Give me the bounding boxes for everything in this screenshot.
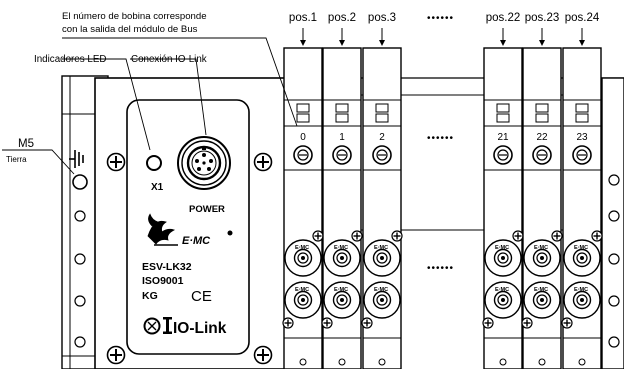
module-screw-icon [106, 345, 126, 365]
valve-badge-text: E·MC [574, 287, 588, 293]
valve-station: 23E·MC E·MC pos.24 [561, 12, 603, 369]
m5-label: M5 [18, 138, 34, 150]
position-label: pos.2 [328, 12, 356, 24]
valve-screw-icon [282, 317, 294, 329]
valve-screw-icon [391, 230, 403, 242]
module-label-plate [126, 99, 250, 355]
power-label: POWER [189, 204, 225, 215]
valve-screw-icon [551, 230, 563, 242]
valve-badge-text: E·MC [295, 287, 309, 293]
ellipsis-positions: •••••• [427, 13, 454, 24]
coil-number: 23 [576, 132, 588, 143]
model-label: ESV-LK32 [142, 261, 192, 273]
iolink-logo-text: IO-Link [173, 320, 227, 337]
valve-screw-icon [361, 317, 373, 329]
valve-screw-icon [591, 230, 603, 242]
coil-note-line1: El número de bobina corresponde [62, 11, 207, 22]
arrow-down-icon [339, 40, 345, 46]
valve-badge-text: E·MC [334, 287, 348, 293]
ellipsis-valves: •••••• [427, 263, 454, 274]
m5-ground-screw [72, 174, 88, 190]
led-indicators-label: Indicadores LED [34, 54, 106, 65]
valve-screw-icon [561, 317, 573, 329]
leader-lines [2, 37, 298, 175]
iolink-connection-label: Conexión IO-Link [131, 54, 207, 65]
valve-screw-icon [482, 317, 494, 329]
valve-badge-text: E·MC [495, 287, 509, 293]
module-screw-icon [253, 152, 273, 172]
valve-station: 2E·MC E·MC pos.3 [361, 12, 403, 369]
arrow-down-icon [500, 40, 506, 46]
arrow-down-icon [539, 40, 545, 46]
valve-screw-icon [521, 317, 533, 329]
valve-screw-icon [321, 317, 333, 329]
valve-badge-text: E·MC [374, 245, 388, 251]
led-x1-label: X1 [151, 182, 164, 193]
valve-badge-text: E·MC [295, 245, 309, 251]
brand-logo-icon [147, 213, 178, 246]
valve-badge-text: E·MC [334, 245, 348, 251]
module-screw-icon [106, 152, 126, 172]
valve-badge-text: E·MC [534, 245, 548, 251]
kg-label: KG [142, 290, 158, 302]
valve-badge-text: E·MC [374, 287, 388, 293]
arrow-down-icon [579, 40, 585, 46]
coil-number: 1 [339, 132, 345, 143]
ce-mark: CE [191, 288, 212, 305]
arrow-down-icon [379, 40, 385, 46]
iolink-connector-icon [177, 136, 231, 190]
position-label: pos.1 [289, 12, 317, 24]
valve-screw-icon [312, 230, 324, 242]
valve-station: 0E·MC E·MC pos.1 [282, 12, 324, 369]
valve-badge-text: E·MC [534, 287, 548, 293]
position-label: pos.23 [525, 12, 560, 24]
iso-label: ISO9001 [142, 275, 184, 287]
coil-number: 2 [379, 132, 385, 143]
position-label: pos.24 [565, 12, 600, 24]
valve-station: 21E·MC E·MC pos.22 [482, 12, 524, 369]
valve-station: 22E·MC E·MC pos.23 [521, 12, 563, 369]
right-end-plate [601, 77, 624, 369]
led-indicator [146, 155, 162, 171]
ground-label: Tierra [6, 155, 27, 164]
coil-number: 0 [300, 132, 306, 143]
module-screw-icon [253, 345, 273, 365]
coil-number: 22 [536, 132, 548, 143]
position-label: pos.3 [368, 12, 396, 24]
valve-station: 1E·MC E·MC pos.2 [321, 12, 363, 369]
valve-screw-icon [351, 230, 363, 242]
valve-stations: 0E·MCE·MCpos.11E·MCE·MCpos.22E·MCE·MCpos… [282, 12, 624, 369]
position-label: pos.22 [486, 12, 521, 24]
valve-badge-text: E·MC [574, 245, 588, 251]
ellipsis-coils: •••••• [427, 133, 454, 144]
valve-screw-icon [512, 230, 524, 242]
valve-badge-text: E·MC [495, 245, 509, 251]
brand-name: E·MC [182, 235, 211, 247]
coil-note-line2: con la salida del módulo de Bus [62, 24, 198, 35]
iolink-logo-icon [143, 317, 172, 335]
coil-number: 21 [497, 132, 509, 143]
iolink-module [94, 77, 286, 369]
arrow-down-icon [300, 40, 306, 46]
ground-icon [69, 150, 84, 168]
